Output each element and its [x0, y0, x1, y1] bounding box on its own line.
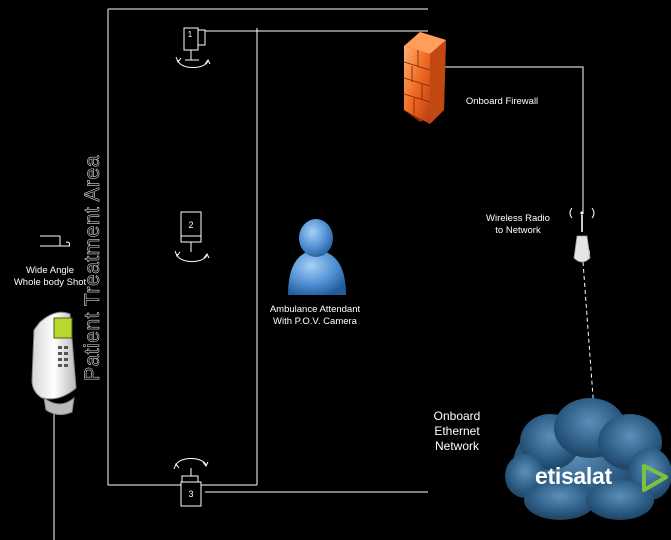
wide-angle-camera — [40, 235, 71, 247]
attendant-label: Ambulance Attendant With P.O.V. Camera — [269, 304, 361, 327]
wide-angle-camera-label: Wide Angle Whole body Shot — [13, 265, 87, 288]
firewall-to-radio-link — [445, 66, 584, 212]
patient-treatment-area — [107, 9, 258, 486]
wireless-radio-label: Wireless Radio to Network — [486, 213, 550, 236]
camera-1-number: 1 — [187, 30, 193, 39]
attendant-person-icon — [288, 219, 346, 295]
provider-logo-text: etisalat — [535, 463, 612, 489]
onboard-network-label: Onboard Ethernet Network — [433, 409, 481, 453]
provider-logo-mark — [642, 464, 668, 492]
internet-cloud-icon — [505, 398, 671, 520]
radio-to-cloud-wireless-link — [582, 261, 595, 411]
connection-lines — [53, 8, 595, 540]
wireless-radio-icon — [569, 207, 595, 263]
monitor-device-icon — [31, 311, 77, 416]
firewall-label: Onboard Firewall — [465, 96, 539, 107]
camera-2 — [174, 211, 210, 262]
camera-1 — [175, 27, 211, 68]
firewall-icon — [403, 32, 446, 124]
camera-3 — [173, 458, 209, 507]
camera-3-number: 3 — [188, 489, 194, 499]
camera-2-number: 2 — [188, 220, 194, 230]
